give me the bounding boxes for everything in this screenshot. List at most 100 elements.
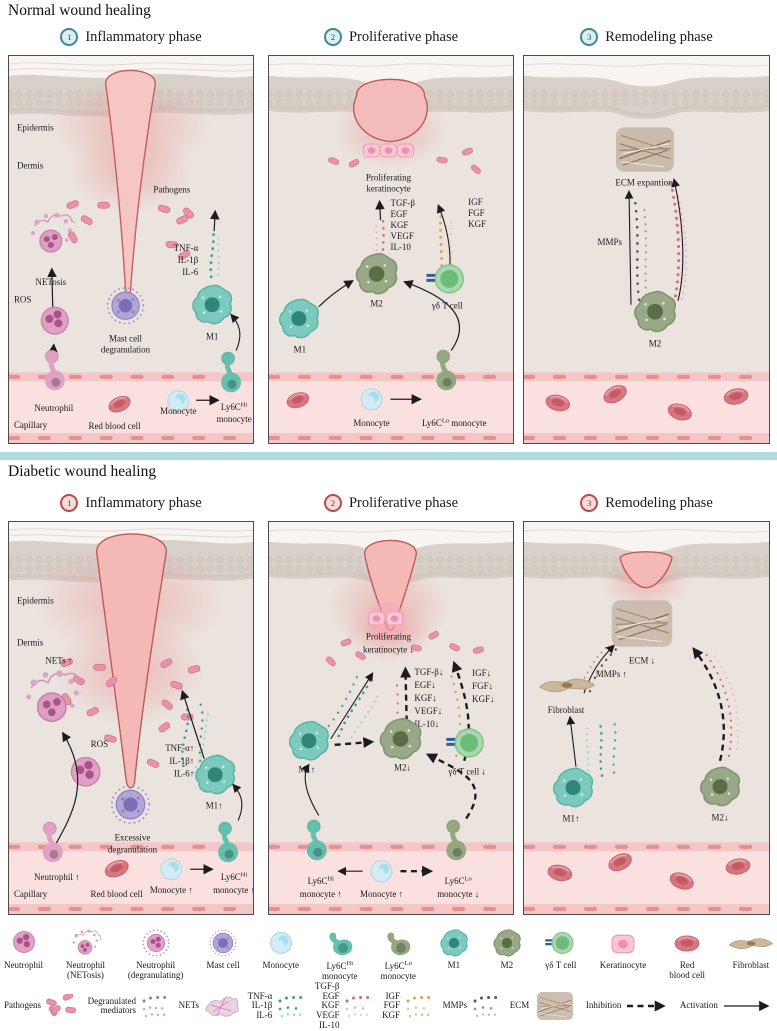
cytokine-dots-teal [181, 701, 211, 774]
skin-layers [524, 56, 769, 120]
label-capillary: Capillary [14, 889, 48, 899]
neutrophil-cell [40, 306, 69, 335]
legend-item-neutrophil: Neutrophil [4, 928, 43, 970]
label-ly6clo-2: monocyte ↓ [437, 889, 479, 899]
label-il10: IL-10↓ [414, 719, 439, 729]
label-tgfb: TGF-β [391, 198, 416, 208]
label-gdt: γδ T cell ↓ [447, 767, 486, 777]
label-mmps: MMPs [597, 237, 622, 247]
phase-label: Inflammatory phase [85, 28, 202, 45]
panel-diabetic-remodeling: ECM ↓ MMPs ↑ Fibroblast M1↑ M2↓ [523, 521, 770, 915]
label-neutrophil: Neutrophil [34, 403, 73, 413]
label-gdt: γδ T cell [431, 301, 463, 311]
m2-icon [493, 929, 521, 957]
label-il6: IL-6↑ [174, 769, 194, 779]
section-title-diabetic: Diabetic wound healing [8, 463, 157, 480]
mmp-dots-brown [633, 198, 647, 302]
gamma-delta-t-cell-icon [544, 931, 574, 955]
label-epidermis: Epidermis [17, 596, 54, 606]
label-ly6clo: Ly6CLo [445, 876, 472, 886]
label-epidermis: Epidermis [17, 123, 54, 133]
legend-item-pathogens: Pathogens [4, 994, 79, 1018]
proliferating-keratinocytes [362, 143, 415, 158]
activation-arrow [330, 672, 374, 740]
label-m2: M2↓ [394, 763, 411, 773]
label-ecm: ECM ↓ [629, 655, 655, 665]
monocyte-icon [269, 931, 292, 955]
label-mast-cell-1: Mast cell [109, 334, 143, 344]
panel-diabetic-proliferative: Proliferating keratinocyte ↓ TGF-β↓ EGF↓… [268, 521, 514, 915]
wound [619, 551, 673, 589]
wound [104, 69, 157, 296]
capillary-band [269, 372, 513, 443]
phase-number-badge: 2 [323, 28, 342, 46]
legend-cells-row: Neutrophil Neutrophil(NETosis) Neutrophi… [4, 928, 774, 982]
label-il1b: IL-1β [178, 255, 199, 265]
inhibition-arrow [425, 753, 477, 820]
neutrophil-icon [12, 931, 35, 953]
label-fgf: FGF↓ [472, 681, 493, 691]
label-proliferating: Proliferating [366, 631, 412, 641]
m1-icon [440, 929, 468, 957]
label-vegf: VEGF [391, 231, 414, 241]
label-proliferating: Proliferating [366, 172, 412, 182]
activation-arrow [671, 178, 684, 301]
wound-clot [352, 78, 429, 143]
capillary-band [269, 842, 513, 914]
growth-factors-icon [345, 995, 372, 1018]
label-igf: IGF↓ [472, 668, 491, 678]
label-dermis: Dermis [17, 160, 44, 170]
ecm-patch [611, 599, 673, 648]
section-divider [0, 452, 777, 460]
activation-arrow [209, 209, 220, 232]
label-m1: M1↑ [563, 813, 580, 823]
label-m2: M2 [649, 339, 662, 349]
label-nets: NETs ↑ [45, 655, 72, 665]
label-m2: M2 [370, 299, 382, 309]
neutrophil-netosis-icon [72, 929, 102, 955]
label-ly6chi: Ly6CHi [221, 872, 248, 882]
ly6chi-monocyte-icon [329, 932, 353, 956]
mast-cell-icon [209, 929, 237, 957]
legend-item-activation: Activation [680, 1000, 774, 1012]
label-degranulation: degranulation [108, 844, 158, 854]
phase-number-badge: 1 [60, 28, 79, 46]
label-keratinocyte: keratinocyte [366, 183, 410, 193]
cytokine-dots-teal [327, 672, 380, 744]
label-ly6chi-2: monocyte ↑ [300, 889, 342, 899]
monocyte-cell [160, 858, 183, 881]
label-il10: IL-10 [391, 242, 412, 252]
label-vegf: VEGF↓ [414, 706, 442, 716]
legend-item-neutrophil-degranulating: Neutrophil(degranulating) [128, 928, 183, 981]
label-kgf2: KGF [468, 219, 486, 229]
ecm-patch [615, 126, 675, 173]
label-ros: ROS [91, 739, 108, 749]
label-ecm-expansion: ECM expantion [615, 177, 673, 187]
legend-item-keratinocyte: Keratinocyte [600, 928, 646, 970]
label-tnf: TNF-α [174, 243, 199, 253]
legend-item-inhibition: Inhibition [586, 1000, 672, 1012]
label-monocyte: Monocyte ↑ [150, 885, 193, 895]
phase-number-badge: 1 [60, 494, 79, 512]
phase-number-badge: 3 [580, 28, 599, 46]
cytokine-dots-teal [209, 228, 221, 279]
pathogens-icon [45, 994, 77, 1018]
label-rbc: Red blood cell [88, 421, 141, 431]
illustration-normal-inflammatory: Epidermis Dermis Pathogens NETosis ROS M… [9, 56, 253, 443]
label-dermis: Dermis [17, 637, 44, 647]
mediator-dots-pink [669, 181, 688, 305]
mmps-icon [473, 995, 500, 1018]
legend-item-fibroblast: Fibroblast [728, 928, 774, 970]
phase-label: Inflammatory phase [85, 494, 202, 511]
label-monocyte: Monocyte ↑ [360, 889, 403, 899]
activation-arrow [624, 189, 634, 305]
red-blood-cell-icon [674, 935, 700, 952]
